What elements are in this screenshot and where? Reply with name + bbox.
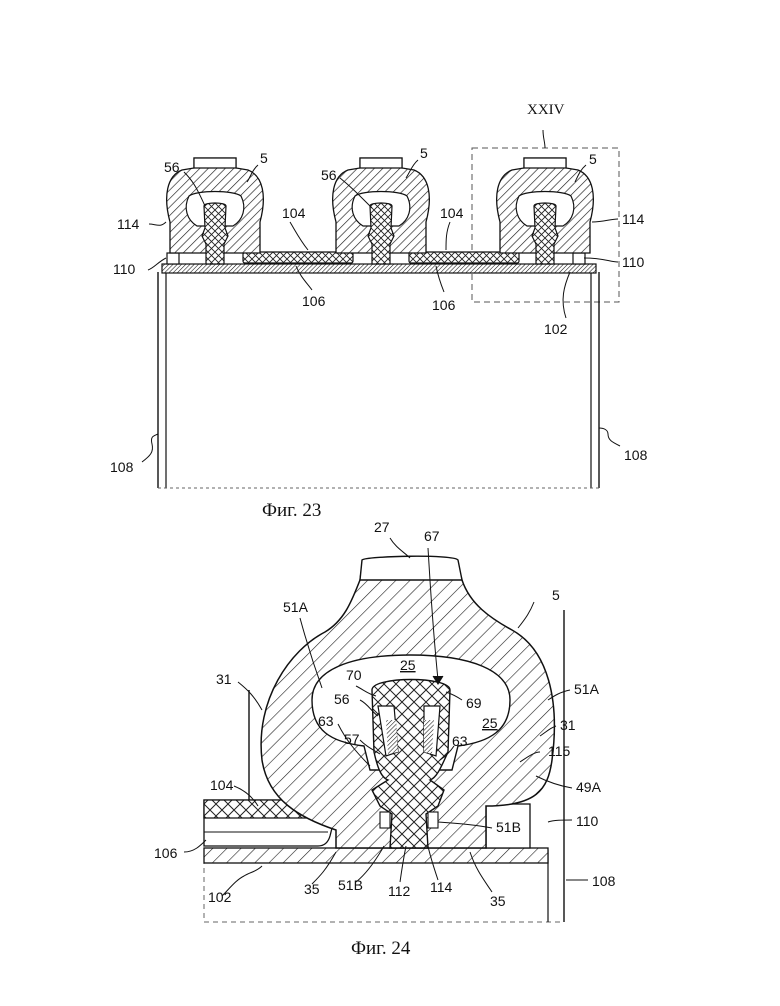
label-25-top: 25 (400, 657, 416, 673)
label-106: 106 (154, 845, 178, 861)
profile-2 (333, 158, 430, 264)
label-25-right: 25 (482, 715, 498, 731)
label-104-left: 104 (282, 205, 306, 221)
label-106-right: 106 (432, 297, 456, 313)
label-xxiv: XXIV (527, 102, 565, 118)
label-110: 110 (576, 813, 599, 829)
label-108-right: 108 (624, 447, 648, 463)
label-69: 69 (466, 695, 482, 711)
label-102: 102 (544, 321, 568, 337)
label-51a-left: 51A (283, 599, 309, 615)
label-5c: 5 (589, 151, 597, 167)
hatch-slot-left (386, 720, 398, 754)
label-49a: 49A (576, 779, 602, 795)
block-right (573, 253, 585, 264)
label-51b-left: 51B (338, 877, 363, 893)
label-108-left: 108 (110, 459, 134, 475)
label-56b: 56 (321, 167, 337, 183)
caption-fig24: Фиг. 24 (351, 938, 411, 959)
label-35-left: 35 (304, 881, 320, 897)
notch-right (428, 812, 438, 828)
base-plate-24 (204, 848, 548, 863)
label-31-right: 31 (560, 717, 576, 733)
label-5a: 5 (260, 150, 268, 166)
label-51a-right: 51A (574, 681, 600, 697)
label-31-left: 31 (216, 671, 232, 687)
label-51b-right: 51B (496, 819, 521, 835)
label-27: 27 (374, 519, 390, 535)
caption-fig23: Фиг. 23 (262, 500, 321, 521)
label-67: 67 (424, 528, 440, 544)
label-110-left: 110 (113, 261, 136, 277)
label-102: 102 (208, 889, 232, 905)
label-5: 5 (552, 587, 560, 603)
fig24: 27 67 5 51A 51A 31 31 25 25 70 56 69 63 … (154, 519, 616, 959)
label-114-right: 114 (622, 211, 645, 227)
label-35-right: 35 (490, 893, 506, 909)
label-63-right: 63 (452, 733, 468, 749)
top-cap (360, 556, 462, 580)
label-104-right: 104 (440, 205, 464, 221)
label-114: 114 (430, 879, 453, 895)
label-108: 108 (592, 873, 616, 889)
label-56a: 56 (164, 159, 180, 175)
label-57: 57 (344, 731, 360, 747)
label-114-left: 114 (117, 216, 140, 232)
notch-left (380, 812, 390, 828)
block-left (167, 253, 179, 264)
profile-1 (167, 158, 264, 264)
label-110-right: 110 (622, 254, 645, 270)
label-115: 115 (548, 743, 571, 759)
label-106-left: 106 (302, 293, 326, 309)
label-5b: 5 (420, 145, 428, 161)
label-112: 112 (388, 883, 411, 899)
label-63-left: 63 (318, 713, 334, 729)
fig23: XXIV 5 5 5 56 56 114 114 104 104 110 110… (110, 102, 648, 521)
base-plate (162, 264, 596, 273)
label-56: 56 (334, 691, 350, 707)
label-104: 104 (210, 777, 234, 793)
label-70: 70 (346, 667, 362, 683)
